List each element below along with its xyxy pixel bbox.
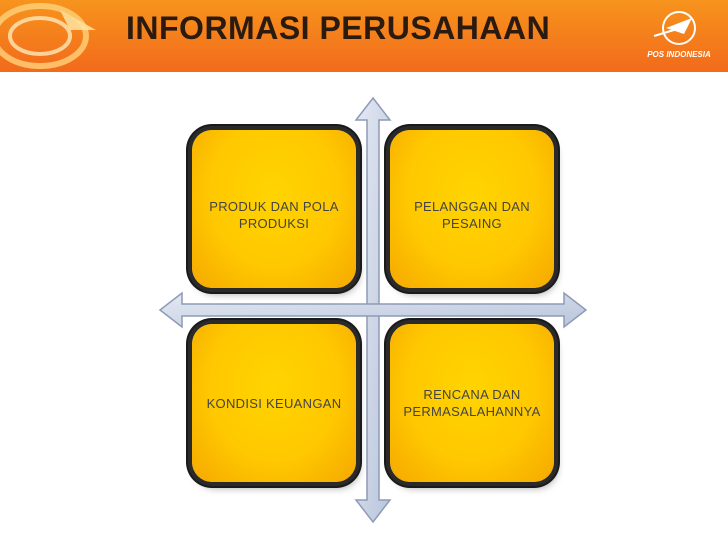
box-keuangan-label: KONDISI KEUANGAN: [206, 395, 342, 411]
box-pelanggan: PELANGGAN DAN PESAING: [390, 130, 554, 288]
pos-indonesia-logo: POS INDONESIA: [636, 6, 722, 66]
page-title: INFORMASI PERUSAHAAN: [126, 10, 551, 46]
box-rencana: RENCANA DAN PERMASALAHANNYA: [390, 324, 554, 482]
box-pelanggan-label: PELANGGAN DAN PESAING: [414, 199, 530, 231]
logo-emblem-icon: [653, 11, 696, 45]
box-produk-label: PRODUK DAN POLA PRODUKSI: [209, 199, 339, 231]
box-keuangan: KONDISI KEUANGAN: [192, 324, 356, 482]
logo-text: POS INDONESIA: [647, 50, 711, 59]
horizontal-arrow-icon: [158, 291, 588, 329]
box-rencana-label: RENCANA DAN PERMASALAHANNYA: [403, 387, 541, 419]
swirl-decoration-icon: [0, 3, 96, 69]
header-bar: INFORMASI PERUSAHAAN POS INDONESIA: [0, 0, 728, 72]
box-produk: PRODUK DAN POLA PRODUKSI: [192, 130, 356, 288]
